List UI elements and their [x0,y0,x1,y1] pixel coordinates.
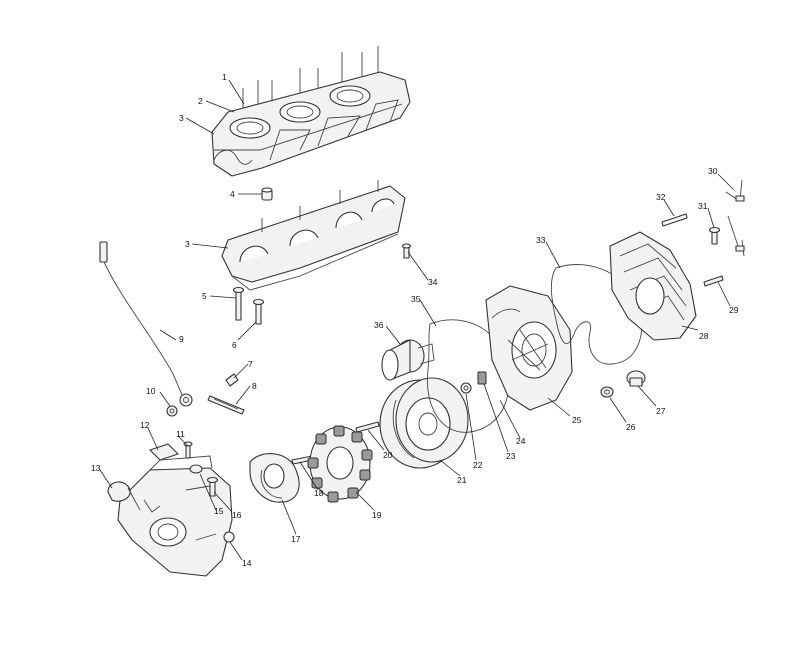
bolt-11 [183,441,193,459]
callout-4: 4 [230,189,235,199]
upper-crankcase [211,46,411,177]
callout-8: 8 [252,381,257,391]
callout-15: 15 [214,506,224,516]
callout-29: 29 [729,305,739,315]
callout-6: 6 [232,340,237,350]
flywheel [379,377,469,469]
bolt-31 [708,226,721,245]
clip-30 [725,179,745,257]
callout-17: 17 [291,534,301,544]
callout-20: 20 [383,450,393,460]
stator-plate [249,453,300,503]
callout-14: 14 [242,558,252,568]
plug-27 [626,370,646,387]
callout-18: 18 [314,488,324,498]
bolt-32 [661,213,688,227]
callout-16: 16 [232,510,242,520]
callout-27: 27 [656,406,666,416]
bolt-16 [206,476,219,497]
pin-8 [207,395,245,415]
bolt-29 [703,275,724,287]
callout-3b: 3 [185,239,190,249]
stator-cover [485,285,573,411]
outer-cover [609,231,697,341]
callout-23: 23 [506,451,516,461]
crankcase-bolt-5 [232,286,245,321]
callout-30: 30 [708,166,718,176]
bushing-15 [189,464,203,474]
bolt-34 [401,243,412,259]
gasket-35 [426,319,510,433]
callout-7: 7 [248,359,253,369]
clip-12 [149,443,179,461]
callout-22: 22 [473,460,483,470]
dowel-pin [261,187,273,201]
callout-1: 1 [222,72,227,82]
washer-26 [600,386,614,398]
callout-11: 11 [176,429,185,439]
plug-14 [223,531,235,543]
lower-crankcase [221,180,406,291]
callout-28: 28 [699,331,709,341]
callout-36: 36 [374,320,384,330]
callout-19: 19 [372,510,382,520]
sensor-wire [99,241,193,407]
callout-34: 34 [428,277,438,287]
starter-motor [381,339,435,381]
callout-labels: 1 2 3 4 3 5 6 7 8 9 10 11 12 13 14 15 16… [91,72,739,568]
callout-25: 25 [572,415,582,425]
callout-10: 10 [146,386,156,396]
callout-24: 24 [516,436,526,446]
leader-lines [99,79,735,561]
magneto-housing [107,455,233,577]
callout-3: 3 [179,113,184,123]
callout-32: 32 [656,192,666,202]
callout-5: 5 [202,291,207,301]
callout-13: 13 [91,463,101,473]
callout-12: 12 [140,420,150,430]
callout-33: 33 [536,235,546,245]
stator [307,425,373,503]
washer-10 [166,405,178,417]
bolt-20 [355,421,380,433]
callout-2: 2 [198,96,203,106]
callout-26: 26 [626,422,636,432]
callout-31: 31 [698,201,708,211]
callout-9: 9 [179,334,184,344]
nut-23 [477,371,487,385]
crankcase-bolt-6 [252,298,265,325]
washer-22 [460,382,472,394]
callout-35: 35 [411,294,421,304]
callout-21: 21 [457,475,467,485]
